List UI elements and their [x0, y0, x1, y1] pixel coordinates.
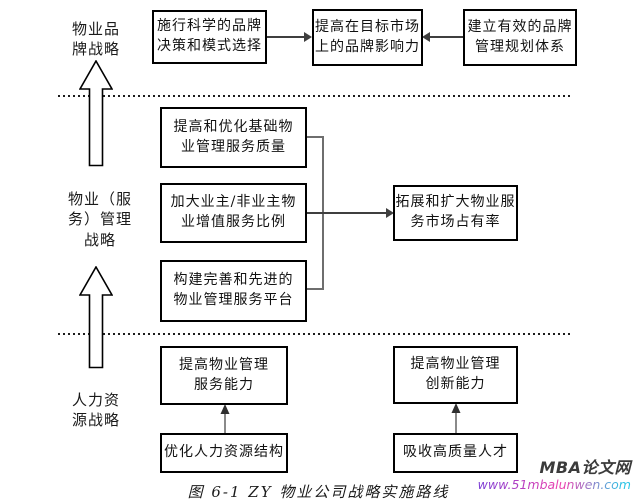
label-management-strategy: 物业（服 务）管理 战略 — [67, 190, 132, 249]
box-brand-planning: 建立有效的品牌 管理规划体系 — [463, 9, 577, 66]
box-service-platform: 构建完善和先进的 物业管理服务平台 — [160, 260, 307, 322]
watermark-site-name: MBA论文网 — [539, 458, 631, 477]
box-market-share: 拓展和扩大物业服 务市场占有率 — [393, 185, 518, 241]
box-service-capability: 提高物业管理 服务能力 — [160, 346, 288, 405]
watermark: MBA论文网 www.51mbalunwen.com — [478, 458, 631, 492]
box-hr-structure: 优化人力资源结构 — [160, 433, 288, 473]
dotted-divider-top — [58, 95, 573, 97]
left-arrow-icon — [422, 32, 463, 42]
figure-caption: 图 6-1 ZY 物业公司战略实施路线 — [187, 483, 450, 501]
up-arrow-icon — [79, 266, 113, 369]
up-arrow-icon — [220, 404, 230, 433]
box-brand-influence: 提高在目标市场 上的品牌影响力 — [312, 9, 423, 66]
box-service-quality: 提高和优化基础物 业管理服务质量 — [160, 107, 307, 168]
right-arrow-icon — [307, 208, 394, 218]
box-brand-decision: 施行科学的品牌 决策和模式选择 — [152, 10, 267, 64]
label-hr-strategy: 人力资 源战略 — [71, 391, 120, 430]
box-innovation-capability: 提高物业管理 创新能力 — [393, 346, 518, 404]
watermark-site-url: www.51mbalunwen.com — [477, 477, 631, 493]
up-arrow-icon — [79, 60, 113, 167]
label-brand-strategy: 物业品 牌战略 — [71, 20, 120, 59]
dotted-divider-bottom — [58, 333, 573, 335]
right-arrow-icon — [266, 32, 312, 42]
box-value-added-ratio: 加大业主/非业主物 业增值服务比例 — [160, 183, 307, 243]
up-arrow-icon — [451, 403, 461, 433]
box-talent-attraction: 吸收高质量人才 — [393, 433, 518, 473]
